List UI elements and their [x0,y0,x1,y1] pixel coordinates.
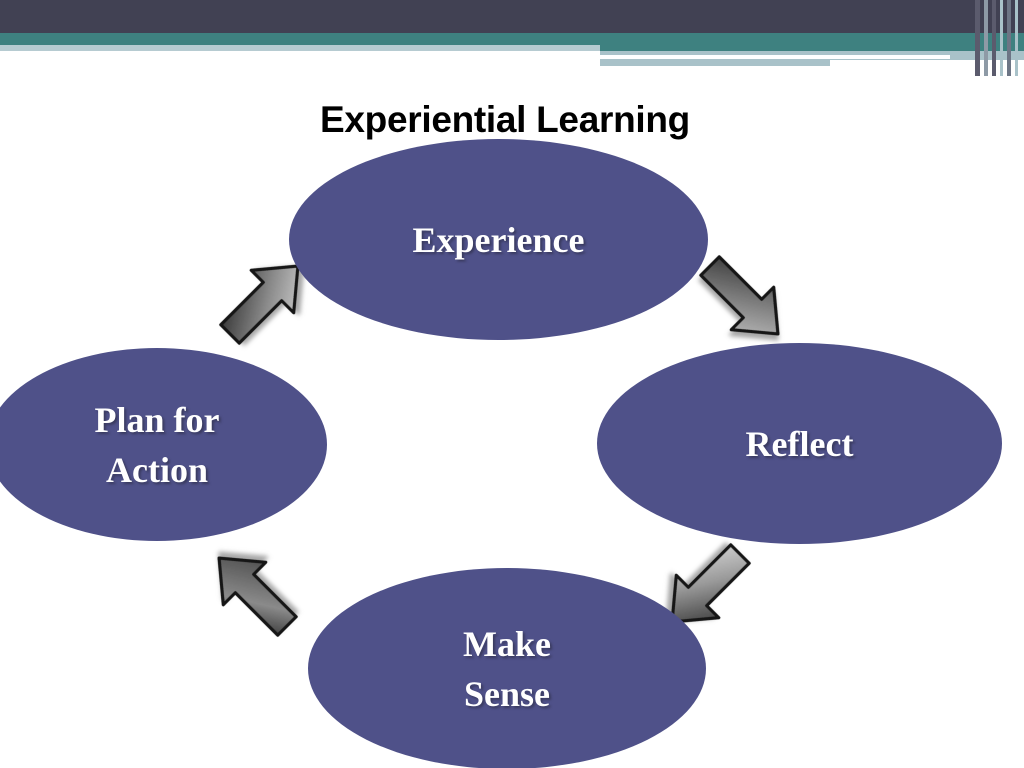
cycle-node-experience-label: Experience [412,219,585,260]
banner-stripe-5 [1007,0,1011,76]
cycle-node-experience[interactable]: Experience [289,139,708,340]
banner-band-teal-right [600,45,1024,51]
banner-band-white-stripe [600,55,950,59]
banner-band-pale-right-2 [600,60,830,66]
page-title: Experiential Learning [320,99,690,140]
banner-stripe-4 [1000,0,1003,76]
cycle-node-make-sense[interactable]: Make Sense [308,568,706,768]
banner-band-light-left [0,45,610,51]
arrow-reflect-to-make-sense [670,543,751,624]
banner-stripe-6 [1015,0,1018,76]
cycle-node-reflect[interactable]: Reflect [597,343,1002,544]
arrow-plan-to-experience [219,264,300,345]
cycle-node-plan-for-action-label: Plan for Action [94,399,220,490]
banner-stripe-3 [992,0,996,76]
arrow-experience-to-reflect [699,255,780,336]
cycle-node-plan-for-action[interactable]: Plan for Action [0,348,327,541]
banner-stripe-1 [975,0,980,76]
arrow-make-sense-to-plan [217,556,298,637]
banner-band-white-right [830,60,1024,66]
banner-band-teal [0,33,1024,45]
banner-stripe-2 [984,0,988,76]
banner-band-dark [0,0,1024,33]
cycle-node-make-sense-label: Make Sense [463,623,551,714]
cycle-node-reflect-label: Reflect [745,423,854,464]
header-banner [0,0,1024,76]
